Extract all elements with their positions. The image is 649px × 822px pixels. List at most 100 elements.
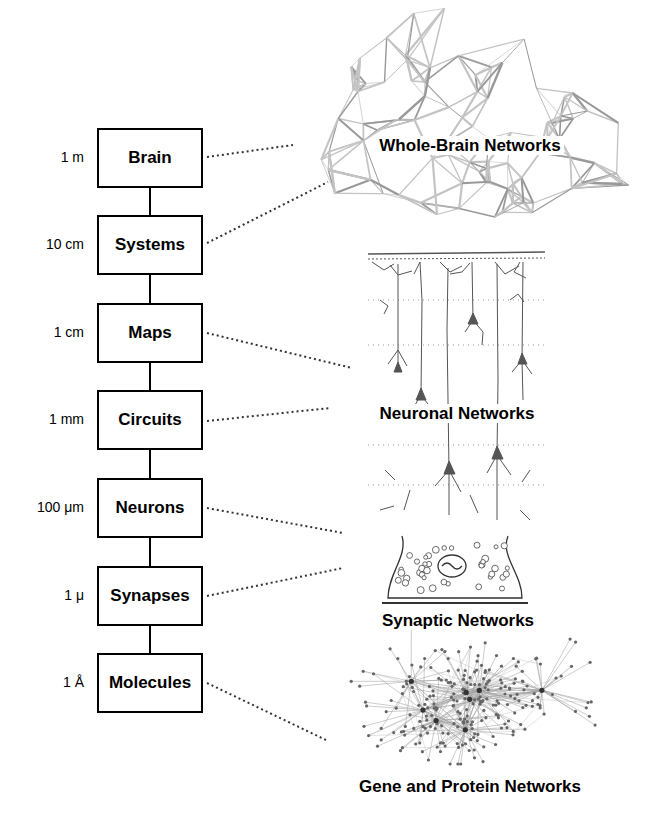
gene-dot (385, 710, 388, 713)
mesh-link (335, 193, 383, 195)
mesh-link (335, 180, 371, 194)
gene-dot (401, 692, 404, 695)
mesh-link (507, 163, 508, 189)
gene-link (411, 628, 412, 682)
mesh-link (488, 63, 503, 98)
leader-lines (207, 145, 352, 740)
gene-dot (452, 704, 455, 707)
network-label-holder: Synaptic Networks (298, 611, 618, 631)
gene-link (363, 671, 481, 702)
mesh-link (537, 88, 573, 93)
gene-dot (507, 719, 510, 722)
gene-dot (476, 660, 479, 663)
box-label: Molecules (109, 673, 191, 693)
gene-dot (465, 708, 468, 711)
gene-dot (543, 713, 546, 716)
box-label: Synapses (110, 586, 189, 606)
gene-link (386, 710, 423, 712)
gene-link (516, 666, 542, 690)
gene-dot (429, 666, 432, 669)
mesh-link (421, 203, 459, 209)
gene-dot (499, 687, 502, 690)
vesicle (424, 567, 431, 574)
mesh-link (512, 183, 514, 203)
gene-dot (402, 685, 405, 688)
gene-dot (478, 703, 481, 706)
network-label: Synaptic Networks (379, 611, 537, 630)
mesh-link (407, 60, 425, 82)
mesh-link (425, 96, 449, 107)
gene-link (431, 662, 519, 727)
gene-dot (408, 713, 411, 716)
gene-dot (469, 646, 472, 649)
mesh-link (328, 170, 370, 180)
mesh-link (358, 82, 385, 91)
gene-hub (463, 727, 468, 732)
gene-dot (494, 743, 497, 746)
mesh-link (328, 141, 363, 170)
gene-dot (452, 722, 455, 725)
mesh-link (338, 90, 353, 119)
mesh-link (513, 183, 522, 196)
gene-dot (509, 694, 512, 697)
brain-network-mesh (321, 8, 628, 217)
connector-line (149, 626, 151, 653)
gene-link (363, 671, 411, 681)
gene-dot (414, 742, 417, 745)
gene-link (378, 720, 437, 746)
mesh-link (433, 158, 463, 183)
gene-dot (425, 698, 428, 701)
gene-dot (431, 689, 434, 692)
gene-dot (426, 732, 429, 735)
gene-dot (590, 700, 593, 703)
gene-link (403, 687, 472, 722)
gene-dot (463, 697, 466, 700)
mesh-link (459, 183, 462, 208)
gene-dot (459, 762, 462, 765)
gene-dot (536, 703, 539, 706)
gene-dot (449, 681, 452, 684)
gene-link (448, 671, 462, 745)
mesh-link (338, 119, 363, 141)
mesh-link (508, 163, 513, 183)
scale-box: Brain (97, 128, 203, 188)
gene-dot (569, 638, 572, 641)
gene-dot (408, 675, 411, 678)
gene-dot (485, 697, 488, 700)
mesh-link (363, 124, 377, 130)
gene-dot (512, 657, 515, 660)
vesicle (422, 576, 426, 580)
network-label-holder: Gene and Protein Networks (310, 777, 630, 797)
mesh-link (328, 170, 370, 180)
gene-dot (405, 680, 408, 683)
gene-dot (399, 749, 402, 752)
gene-dot (476, 739, 479, 742)
mesh-link (522, 153, 540, 178)
mesh-link (490, 182, 508, 189)
mesh-link (399, 195, 437, 215)
gene-link (394, 710, 423, 733)
gene-dot (484, 669, 487, 672)
gene-dot (589, 661, 592, 664)
gene-link (390, 649, 411, 682)
gene-link (369, 731, 514, 735)
mesh-link (487, 183, 508, 189)
gene-dot (465, 681, 468, 684)
gene-dot (594, 724, 597, 727)
gene-dot (395, 707, 398, 710)
connector-line (149, 450, 151, 478)
gene-dot (389, 647, 392, 650)
scale-label: 1 m (4, 149, 84, 165)
mesh-link (561, 111, 588, 116)
gene-dot (447, 657, 450, 660)
mesh-link (462, 98, 487, 117)
gene-dot (585, 706, 588, 709)
gene-link (369, 710, 423, 736)
mesh-link (449, 92, 477, 108)
scale-label: 1 μ (4, 587, 84, 603)
mesh-link (617, 123, 619, 173)
gene-dot (457, 746, 460, 749)
mesh-link (459, 183, 462, 208)
gene-link (542, 639, 570, 690)
mesh-link (523, 203, 532, 213)
